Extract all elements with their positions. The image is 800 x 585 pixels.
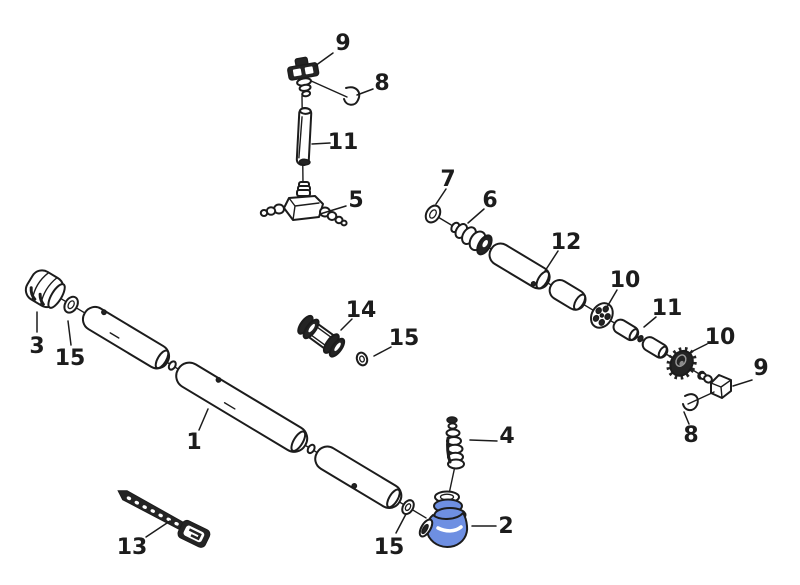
part-label-9: 9 bbox=[753, 356, 768, 381]
part-15-o-ring-bottom bbox=[401, 499, 415, 516]
part-7-o-ring bbox=[424, 204, 442, 224]
part-5-t-fitting bbox=[259, 181, 348, 227]
part-label-11: 11 bbox=[652, 296, 683, 321]
part-label-8: 8 bbox=[374, 71, 389, 96]
part-label-2: 2 bbox=[498, 514, 513, 539]
callout-leader-1 bbox=[198, 408, 209, 431]
part-15-o-ring-middle bbox=[355, 351, 369, 367]
callout-leader-6 bbox=[467, 208, 485, 224]
callout-leader-10 bbox=[606, 289, 618, 308]
callout-leader-9 bbox=[314, 52, 334, 67]
part-label-13: 13 bbox=[117, 535, 148, 560]
part-label-10: 10 bbox=[705, 325, 736, 350]
callout-leader-5 bbox=[319, 205, 347, 215]
callout-leader-13 bbox=[145, 520, 171, 538]
part-label-11: 11 bbox=[328, 130, 359, 155]
part-11-small-tubes bbox=[612, 318, 669, 359]
part-9-clip-fitting bbox=[287, 56, 320, 98]
part-14-coupler bbox=[297, 314, 346, 358]
part-12-tube-sections bbox=[488, 242, 587, 311]
part-2-elbow-fitting bbox=[418, 490, 469, 548]
callout-leader-11 bbox=[311, 142, 331, 145]
part-label-10: 10 bbox=[610, 268, 641, 293]
part-label-14: 14 bbox=[346, 298, 377, 323]
part-6-barb-fitting bbox=[450, 221, 493, 256]
part-1-tube-sections bbox=[81, 305, 403, 509]
callout-leader-14 bbox=[340, 318, 353, 331]
callout-leader-7 bbox=[435, 188, 447, 205]
part-8-retainer-hook-right bbox=[682, 393, 699, 412]
part-3-end-cap bbox=[24, 269, 66, 309]
part-label-1: 1 bbox=[186, 430, 201, 455]
part-10-spoked-disc bbox=[589, 302, 614, 329]
part-label-8: 8 bbox=[683, 423, 698, 448]
callout-leader-11 bbox=[643, 316, 657, 328]
callout-leader-12 bbox=[544, 250, 559, 272]
part-8-retainer-hook bbox=[343, 86, 361, 106]
part-label-12: 12 bbox=[551, 230, 582, 255]
part-10-gear-disc bbox=[666, 346, 697, 380]
main-tube-assembly bbox=[24, 269, 427, 519]
part-label-3: 3 bbox=[29, 334, 44, 359]
part-label-15: 15 bbox=[374, 535, 405, 560]
top-valve-assembly bbox=[259, 56, 361, 227]
part-label-7: 7 bbox=[440, 167, 455, 192]
part-label-4: 4 bbox=[499, 424, 514, 449]
right-branch-assembly bbox=[424, 204, 706, 380]
callout-leader-9 bbox=[732, 379, 753, 387]
callout-leader-8 bbox=[356, 88, 374, 96]
callout-leader-10 bbox=[690, 343, 708, 353]
callout-leader-4 bbox=[469, 439, 498, 442]
part-4-barb-fitting bbox=[445, 416, 465, 495]
part-label-15: 15 bbox=[55, 346, 86, 371]
part-11-fuel-tube bbox=[295, 107, 313, 166]
callout-leader-15 bbox=[67, 320, 72, 346]
clip-wire bbox=[308, 79, 348, 98]
part-label-9: 9 bbox=[335, 31, 350, 56]
callout-leader-8 bbox=[683, 411, 690, 425]
retainer-wire bbox=[687, 391, 715, 405]
part-label-15: 15 bbox=[389, 326, 420, 351]
part-9-end-fitting bbox=[698, 371, 732, 399]
part-label-6: 6 bbox=[482, 188, 497, 213]
callout-leader-15 bbox=[373, 346, 392, 357]
part-15-o-ring-left bbox=[63, 295, 79, 314]
part-label-5: 5 bbox=[348, 188, 363, 213]
callout-leader-15 bbox=[395, 513, 407, 534]
